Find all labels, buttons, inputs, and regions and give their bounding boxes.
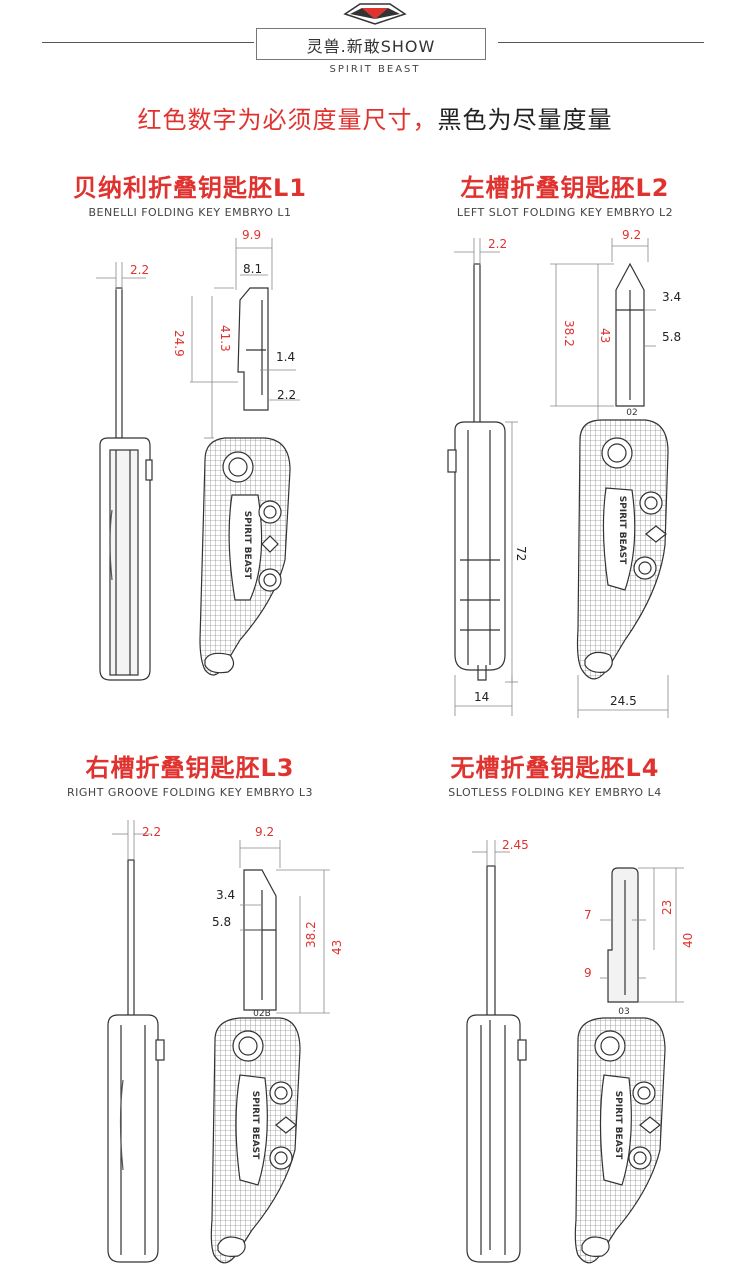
l4-dim-step-length: 23 xyxy=(660,899,674,915)
l1-dim-step: 1.4 xyxy=(276,350,296,364)
l3-blade-code: 02B xyxy=(253,1009,271,1019)
l3-dim-groove-length: 38.2 xyxy=(304,921,318,948)
l2-blade-code: 02 xyxy=(626,408,637,418)
section-title-l3: 右槽折叠钥匙胚L3 xyxy=(85,754,295,782)
l4-key-label: SPIRIT BEAST xyxy=(613,1091,623,1160)
l1-dim-groove-length: 24.9 xyxy=(172,330,186,357)
l1-dim-tip-width: 8.1 xyxy=(243,262,263,276)
brand-logo-icon xyxy=(343,3,407,25)
l2-dim-side-width: 14 xyxy=(474,690,490,704)
l1-dim-blade-length: 41.3 xyxy=(218,325,232,352)
header-rule-right xyxy=(498,42,704,43)
section-title-l4: 无槽折叠钥匙胚L4 xyxy=(450,754,660,782)
brand-subtitle: SPIRIT BEAST xyxy=(329,64,421,75)
header-rule-left xyxy=(42,42,254,43)
l2-dim-head-width: 24.5 xyxy=(610,694,637,708)
l2-dim-blade-length: 43 xyxy=(598,328,612,344)
l3-dim-groove-width-b: 5.8 xyxy=(212,915,232,929)
l2-dim-groove-width-a: 3.4 xyxy=(662,290,682,304)
l2-dim-side-thickness: 2.2 xyxy=(488,237,508,251)
section-subtitle-l1: BENELLI FOLDING KEY EMBRYO L1 xyxy=(88,206,292,219)
headline-optional: 黑色为尽量度量 xyxy=(437,106,613,134)
l3-dim-groove-width-a: 3.4 xyxy=(216,888,236,902)
l3-dim-blade-length: 43 xyxy=(330,939,344,955)
l2-front-view xyxy=(576,262,669,680)
l1-key-label: SPIRIT BEAST xyxy=(242,511,252,580)
l3-key-label: SPIRIT BEAST xyxy=(250,1091,260,1160)
l2-dim-total-length: 72 xyxy=(514,546,528,562)
l2-key-label: SPIRIT BEAST xyxy=(617,496,627,565)
l1-front-view xyxy=(199,287,291,676)
l4-dim-blade-length: 40 xyxy=(681,932,695,948)
l1-dim-notch: 2.2 xyxy=(277,388,297,402)
l4-front-view xyxy=(574,867,666,1264)
section-title-l1: 贝纳利折叠钥匙胚L1 xyxy=(73,174,307,202)
section-title-l2: 左槽折叠钥匙胚L2 xyxy=(460,174,670,202)
l4-blade-code: 03 xyxy=(618,1007,629,1017)
section-subtitle-l4: SLOTLESS FOLDING KEY EMBRYO L4 xyxy=(448,786,662,799)
l1-dim-blade-width: 9.9 xyxy=(242,228,262,242)
l3-dim-side-thickness: 2.2 xyxy=(142,825,162,839)
l1-dim-side-thickness: 2.2 xyxy=(130,263,150,277)
l4-side-view xyxy=(466,865,527,1263)
l2-dim-blade-width: 9.2 xyxy=(622,228,642,242)
l2-dim-groove-length: 38.2 xyxy=(562,320,576,347)
l4-dim-base-width: 9 xyxy=(584,966,592,980)
l2-side-view xyxy=(447,263,506,681)
l1-side-view xyxy=(99,287,153,681)
page-headline: 红色数字为必须度量尺寸，黑色为尽量度量 xyxy=(0,100,750,135)
brand-box: 灵兽.新敢SHOW xyxy=(256,28,486,60)
l4-dim-tip-width: 7 xyxy=(584,908,592,922)
section-subtitle-l2: LEFT SLOT FOLDING KEY EMBRYO L2 xyxy=(456,206,674,219)
l4-dim-side-thickness: 2.45 xyxy=(502,838,529,852)
l3-side-view xyxy=(107,859,165,1263)
headline-required: 红色数字为必须度量尺寸， xyxy=(137,106,438,134)
l2-dim-groove-width-b: 5.8 xyxy=(662,330,682,344)
brand-title: 灵兽.新敢SHOW xyxy=(306,37,436,56)
section-subtitle-l3: RIGHT GROOVE FOLDING KEY EMBRYO L3 xyxy=(67,786,313,799)
l3-dim-blade-width: 9.2 xyxy=(255,825,275,839)
l3-front-view xyxy=(210,869,301,1264)
